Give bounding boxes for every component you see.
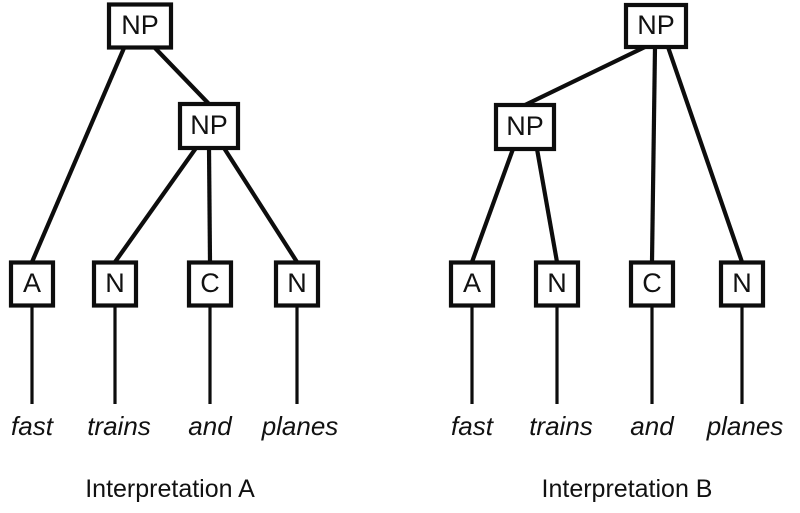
branch-a-np-sub-to-a-pos-n1 (113, 146, 198, 264)
node-box-a-pos-a (8, 260, 56, 308)
leaf-word-b-leaf-planes: planes (706, 411, 784, 441)
node-box-a-np-root (106, 2, 174, 50)
node-label-a-pos-a: A (23, 268, 41, 298)
branch-b-np-root-to-b-pos-n2 (666, 46, 744, 263)
node-a-pos-n1[interactable]: N (91, 260, 139, 308)
node-b-pos-a[interactable]: A (448, 260, 496, 308)
branch-a-np-root-to-a-pos-a (30, 47, 126, 263)
leaf-word-b-leaf-trains: trains (529, 411, 593, 441)
leaf-word-a-leaf-trains: trains (87, 411, 151, 441)
branch-b-np-sub-to-b-pos-a (470, 148, 515, 263)
node-box-b-pos-n1 (533, 260, 581, 308)
node-a-np-sub[interactable]: NP (177, 101, 241, 151)
node-label-b-np-root: NP (637, 10, 675, 40)
node-a-pos-a[interactable]: A (8, 260, 56, 308)
node-box-b-pos-n2 (718, 260, 766, 308)
node-box-b-pos-a (448, 260, 496, 308)
node-a-np-root[interactable]: NP (106, 2, 174, 50)
node-b-np-sub[interactable]: NP (493, 102, 557, 152)
node-b-np-root[interactable]: NP (623, 2, 689, 50)
node-box-a-pos-c (186, 260, 234, 308)
node-label-a-pos-n2: N (287, 268, 307, 298)
caption-interpretation-b: Interpretation B (542, 475, 713, 503)
branch-b-np-root-to-b-pos-c (649, 46, 658, 263)
node-label-b-pos-n2: N (732, 268, 752, 298)
node-box-b-np-sub (493, 102, 557, 152)
branch-b-np-sub-to-b-pos-n1 (534, 148, 560, 263)
node-label-b-pos-c: C (642, 268, 662, 298)
node-label-a-np-sub: NP (190, 110, 228, 140)
node-b-pos-n1[interactable]: N (533, 260, 581, 308)
node-label-a-np-root: NP (121, 10, 159, 40)
caption-interpretation-a: Interpretation A (85, 475, 255, 503)
leaf-word-b-leaf-fast: fast (451, 411, 495, 441)
node-box-a-np-sub (177, 101, 241, 151)
node-label-b-pos-n1: N (547, 268, 567, 298)
node-label-a-pos-c: C (200, 268, 220, 298)
branch-a-np-sub-to-a-pos-n2 (222, 146, 299, 264)
branch-a-np-root-to-a-np-sub (153, 46, 211, 106)
node-box-b-np-root (623, 2, 689, 50)
node-box-a-pos-n1 (91, 260, 139, 308)
branch-a-np-sub-to-a-pos-c (206, 147, 213, 263)
node-box-a-pos-n2 (273, 260, 321, 308)
node-label-b-np-sub: NP (506, 111, 544, 141)
node-label-b-pos-a: A (463, 268, 481, 298)
node-b-pos-n2[interactable]: N (718, 260, 766, 308)
leaf-word-a-leaf-fast: fast (11, 411, 55, 441)
node-a-pos-n2[interactable]: N (273, 260, 321, 308)
leaf-word-b-leaf-and: and (630, 411, 675, 441)
branch-b-np-root-to-b-np-sub (524, 45, 646, 107)
leaf-word-a-leaf-and: and (188, 411, 233, 441)
node-a-pos-c[interactable]: C (186, 260, 234, 308)
node-b-pos-c[interactable]: C (628, 260, 676, 308)
node-box-b-pos-c (628, 260, 676, 308)
leaf-word-a-leaf-planes: planes (261, 411, 339, 441)
node-label-a-pos-n1: N (105, 268, 125, 298)
